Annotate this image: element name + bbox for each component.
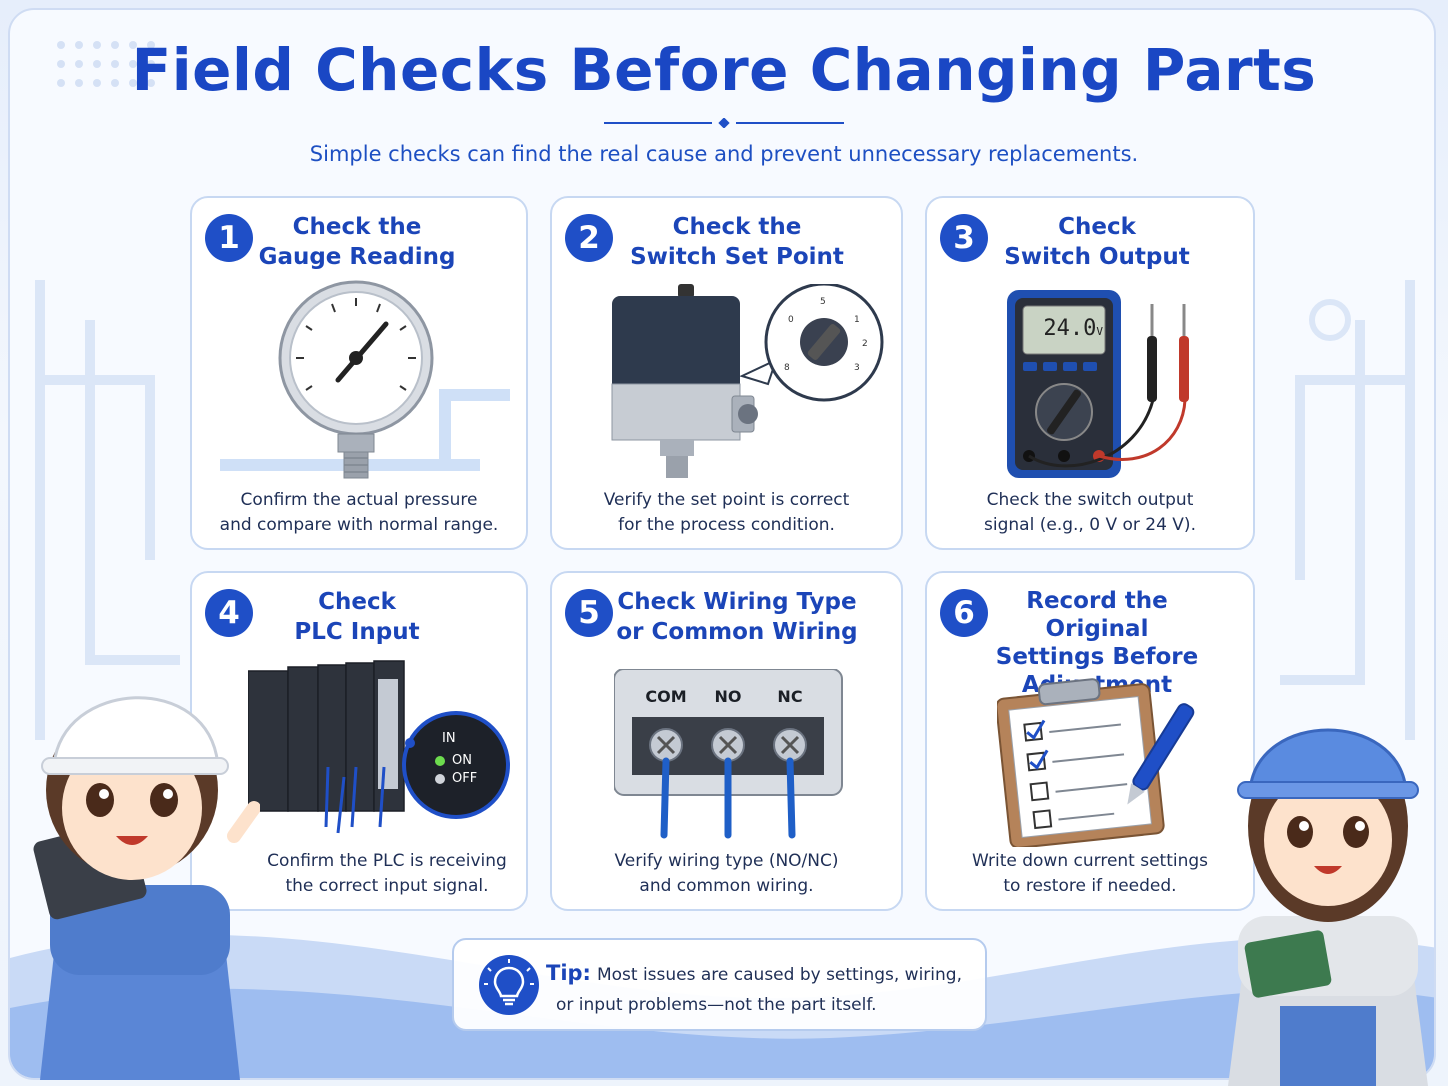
clipboard-checklist-icon xyxy=(997,678,1195,847)
step-number-badge: 2 xyxy=(565,214,613,262)
svg-text:3: 3 xyxy=(854,363,860,373)
dot-grid-decoration xyxy=(57,41,155,87)
step-number-badge: 4 xyxy=(205,589,253,637)
svg-text:5: 5 xyxy=(820,297,826,307)
pressure-switch-icon: 0 5 1 2 3 8 xyxy=(611,284,884,478)
worker-character-left xyxy=(33,696,260,1080)
svg-text:0: 0 xyxy=(788,315,794,325)
step-number-badge: 3 xyxy=(940,214,988,262)
terminal-block-icon: COM NO NC xyxy=(614,669,844,839)
meter-display: 24.0V xyxy=(1043,316,1103,341)
pressure-gauge-icon xyxy=(220,280,510,479)
page-title: Field Checks Before Changing Parts xyxy=(131,36,1317,104)
terminal-label-nc: NC xyxy=(777,687,803,706)
card-description: Verify wiring type (NO/NC)and common wir… xyxy=(614,851,839,896)
tip-text: Tip:Most issues are caused by settings, … xyxy=(546,961,962,1015)
svg-text:2: 2 xyxy=(862,339,868,349)
pipe-decoration-right xyxy=(1280,280,1415,740)
svg-text:1: 1 xyxy=(854,315,860,325)
step-number-badge: 5 xyxy=(565,589,613,637)
tip-label: Tip: xyxy=(546,961,591,985)
step-number-badge: 1 xyxy=(205,214,253,262)
lightbulb-icon xyxy=(479,955,539,1015)
terminal-label-no: NO xyxy=(714,687,742,706)
worker-character-right xyxy=(1228,728,1428,1086)
plc-icon: IN ON OFF xyxy=(248,657,514,837)
title-divider xyxy=(604,118,844,128)
svg-text:8: 8 xyxy=(784,363,790,373)
step-number-badge: 6 xyxy=(940,589,988,637)
pipe-decoration-left xyxy=(35,280,180,740)
page-subtitle: Simple checks can find the real cause an… xyxy=(309,142,1139,166)
multimeter-icon: 24.0V xyxy=(1007,290,1217,480)
terminal-label-com: COM xyxy=(645,687,687,706)
tip-box: Tip:Most issues are caused by settings, … xyxy=(452,938,987,1031)
